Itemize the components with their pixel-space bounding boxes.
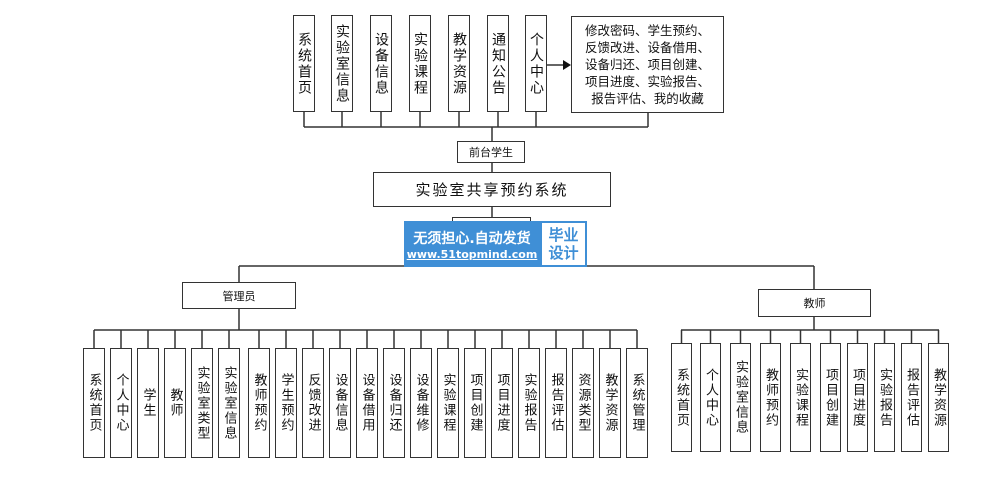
teacher-module-box: 实验报告 <box>874 343 895 452</box>
admin-module-box: 项目进度 <box>491 348 513 458</box>
admin-module-box: 实验报告 <box>518 348 540 458</box>
teacher-module-box: 教师预约 <box>760 343 781 452</box>
admin-module-box: 学生预约 <box>275 348 297 458</box>
teacher-module-box: 报告评估 <box>901 343 922 452</box>
admin-module-box: 个人中心 <box>110 348 132 458</box>
student-module-box: 系统首页 <box>293 15 315 112</box>
personal-center-details-box: 修改密码、学生预约、 反馈改进、设备借用、 设备归还、项目创建、 项目进度、实验… <box>571 16 724 113</box>
teacher-module-box: 系统首页 <box>671 343 692 452</box>
admin-module-box: 实验室类型 <box>191 348 213 458</box>
teacher-module-box: 个人中心 <box>700 343 721 452</box>
root-system-node: 实验室共享预约系统 <box>373 172 611 207</box>
admin-module-box: 教学资源 <box>599 348 621 458</box>
admin-module-box: 实验课程 <box>437 348 459 458</box>
admin-module-box: 系统首页 <box>83 348 105 458</box>
student-module-box: 教学资源 <box>448 15 470 112</box>
student-module-box: 实验课程 <box>409 15 431 112</box>
student-module-box: 通知公告 <box>487 15 509 112</box>
admin-module-box: 项目创建 <box>464 348 486 458</box>
watermark-url: www.51topmind.com <box>406 247 538 261</box>
admin-module-box: 学生 <box>137 348 159 458</box>
student-module-box: 实验室信息 <box>331 15 353 112</box>
admin-module-box: 实验室信息 <box>218 348 240 458</box>
teacher-module-box: 项目创建 <box>820 343 841 452</box>
teacher-module-box: 实验课程 <box>790 343 811 452</box>
student-module-box: 设备信息 <box>370 15 392 112</box>
student-frontend-node: 前台学生 <box>457 141 525 163</box>
teacher-module-box: 实验室信息 <box>730 343 751 452</box>
admin-module-box: 设备借用 <box>356 348 378 458</box>
watermark-badge: 毕业设计 <box>540 221 587 267</box>
admin-module-box: 资源类型 <box>572 348 594 458</box>
teacher-node: 教师 <box>758 289 871 317</box>
teacher-module-box: 教学资源 <box>928 343 949 452</box>
admin-module-box: 设备信息 <box>329 348 351 458</box>
teacher-module-box: 项目进度 <box>847 343 868 452</box>
admin-module-box: 设备归还 <box>383 348 405 458</box>
student-module-box: 个人中心 <box>525 15 547 112</box>
arrow-icon <box>563 60 571 70</box>
admin-module-box: 教师预约 <box>248 348 270 458</box>
admin-module-box: 设备维修 <box>410 348 432 458</box>
admin-module-box: 反馈改进 <box>302 348 324 458</box>
admin-module-box: 报告评估 <box>545 348 567 458</box>
admin-module-box: 系统管理 <box>626 348 648 458</box>
watermark-slogan: 无须担心.自动发货 <box>413 230 531 247</box>
admin-module-box: 教师 <box>164 348 186 458</box>
admin-node: 管理员 <box>182 282 296 309</box>
